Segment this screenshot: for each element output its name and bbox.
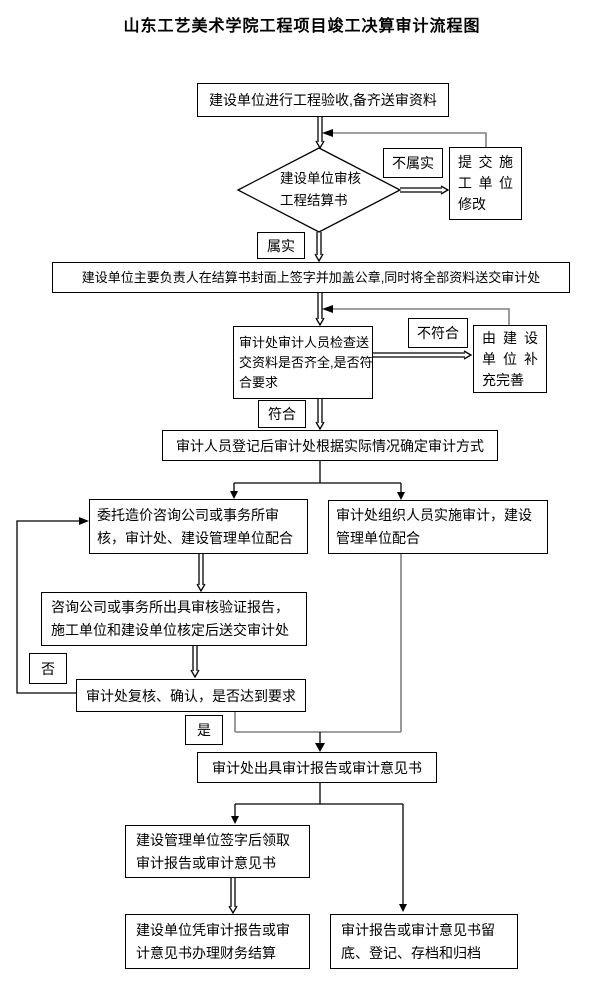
connector-method-split bbox=[233, 461, 402, 493]
page-title: 山东工艺美术学院工程项目竣工决算审计流程图 bbox=[123, 18, 481, 35]
submit-line3: 修改 bbox=[458, 196, 486, 212]
settlement-line1: 建设单位凭审计报告或审 bbox=[136, 921, 290, 938]
node-submit-contractor: 提交施 工单位 修改 bbox=[449, 147, 522, 220]
node-sign-seal-text: 建设单位主要负责人在结算书封面上签字并加盖公章,同时将全部资料送交审计处 bbox=[81, 269, 541, 285]
connector-diamond-to-submit bbox=[400, 185, 450, 195]
label-not-conform-text: 不符合 bbox=[417, 325, 459, 341]
label-no: 否 bbox=[29, 653, 67, 684]
label-true: 属实 bbox=[257, 232, 305, 259]
connector-start-to-diamond bbox=[315, 117, 325, 150]
submit-line2: 工单位 bbox=[458, 175, 513, 191]
arrowhead-issue-right bbox=[399, 904, 407, 912]
arrowhead-issue-left bbox=[231, 816, 239, 824]
node-recheck-text: 审计处复核、确认，是否达到要求 bbox=[86, 687, 296, 704]
connector-feedback-not-conform bbox=[328, 308, 510, 325]
self-audit-line1: 审计处组织人员实施审计，建设 bbox=[336, 507, 532, 523]
node-review-diamond: 建设单位审核 工程结算书 bbox=[280, 168, 361, 212]
node-archive: 审计报告或审计意见书留 底、登记、存档和归档 bbox=[330, 914, 518, 969]
connector-receive-to-settle bbox=[228, 878, 238, 915]
label-conform-text: 符合 bbox=[268, 406, 296, 422]
verify-line2: 施工单位和建设单位核定后送交审计处 bbox=[51, 622, 289, 638]
entrust-line1: 委托造价咨询公司或事务所审 bbox=[97, 506, 279, 523]
node-self-audit: 审计处组织人员实施审计，建设 管理单位配合 bbox=[328, 500, 548, 554]
settlement-line2: 计意见书办理财务结算 bbox=[136, 944, 276, 961]
connector-merge bbox=[234, 712, 401, 733]
entrust-line2: 核，审计处、建设管理单位配合 bbox=[97, 529, 293, 546]
diamond-text-line2: 工程结算书 bbox=[280, 193, 348, 208]
label-not-true-text: 不属实 bbox=[392, 155, 434, 171]
label-not-conform: 不符合 bbox=[408, 318, 468, 348]
node-recheck: 审计处复核、确认，是否达到要求 bbox=[76, 679, 306, 712]
arrowhead-split-left bbox=[230, 491, 238, 499]
connector-no-loop bbox=[16, 520, 82, 694]
arrowhead-feedback-not-true bbox=[322, 129, 333, 137]
node-start-text: 建设单位进行工程验收,备齐送审资料 bbox=[209, 92, 437, 108]
label-yes-text: 是 bbox=[197, 722, 211, 738]
node-method-text: 审计人员登记后审计处根据实际情况确定审计方式 bbox=[176, 437, 484, 454]
node-issue-report: 审计处出具审计报告或审计意见书 bbox=[197, 752, 437, 783]
node-receive-report: 建设管理单位签字后领取 审计报告或审计意见书 bbox=[125, 825, 310, 878]
node-start: 建设单位进行工程验收,备齐送审资料 bbox=[197, 83, 449, 117]
diamond-shape bbox=[236, 147, 402, 233]
check-line2: 交资料是否齐全,是否符 bbox=[239, 354, 373, 370]
arrowhead-feedback-not-conform bbox=[322, 305, 333, 313]
node-settlement: 建设单位凭审计报告或审 计意见书办理财务结算 bbox=[125, 914, 310, 969]
label-true-text: 属实 bbox=[267, 237, 295, 254]
submit-line1: 提交施 bbox=[458, 154, 513, 170]
check-line3: 合要求 bbox=[239, 374, 279, 390]
receive-line2: 审计报告或审计意见书 bbox=[136, 854, 276, 871]
archive-line1: 审计报告或审计意见书留 bbox=[341, 921, 495, 938]
arrowhead-split-right bbox=[397, 492, 405, 500]
verify-line1: 咨询公司或事务所出具审核验证报告， bbox=[51, 599, 289, 615]
node-issue-report-text: 审计处出具审计报告或审计意见书 bbox=[212, 759, 422, 776]
connector-sign-to-check bbox=[315, 293, 325, 327]
label-yes: 是 bbox=[185, 715, 223, 745]
node-verify-report: 咨询公司或事务所出具审核验证报告， 施工单位和建设单位核定后送交审计处 bbox=[41, 592, 307, 646]
check-line1: 审计处审计人员检查送 bbox=[239, 334, 370, 350]
self-audit-line2: 管理单位配合 bbox=[336, 530, 420, 546]
arrowhead-no-loop bbox=[79, 517, 89, 525]
arrowhead-merge bbox=[315, 743, 325, 752]
node-sign-seal: 建设单位主要负责人在结算书封面上签字并加盖公章,同时将全部资料送交审计处 bbox=[52, 262, 570, 293]
connector-issue-split bbox=[234, 783, 404, 905]
archive-line2: 底、登记、存档和归档 bbox=[341, 944, 481, 961]
supplement-line1: 由建设 bbox=[482, 329, 538, 346]
receive-line1: 建设管理单位签字后领取 bbox=[136, 831, 290, 848]
connector-verify-to-recheck bbox=[190, 646, 200, 679]
connector-check-to-method bbox=[315, 399, 325, 431]
node-method: 审计人员登记后审计处根据实际情况确定审计方式 bbox=[162, 430, 498, 461]
node-supplement: 由建设 单位补 充完善 bbox=[473, 325, 547, 393]
connector-check-to-supplement bbox=[373, 350, 473, 360]
label-conform: 符合 bbox=[258, 400, 306, 428]
supplement-line3: 充完善 bbox=[482, 371, 524, 388]
connector-feedback-not-true bbox=[328, 132, 487, 147]
label-no-text: 否 bbox=[41, 660, 55, 677]
connector-diamond-to-sign bbox=[314, 232, 324, 263]
supplement-line2: 单位补 bbox=[482, 350, 538, 367]
node-entrust-audit: 委托造价咨询公司或事务所审 核，审计处、建设管理单位配合 bbox=[89, 499, 308, 554]
connector-entrust-to-verify bbox=[196, 554, 206, 593]
node-check-materials: 审计处审计人员检查送 交资料是否齐全,是否符 合要求 bbox=[233, 326, 373, 399]
label-not-true: 不属实 bbox=[383, 148, 443, 178]
diamond-text-line1: 建设单位审核 bbox=[280, 171, 361, 186]
